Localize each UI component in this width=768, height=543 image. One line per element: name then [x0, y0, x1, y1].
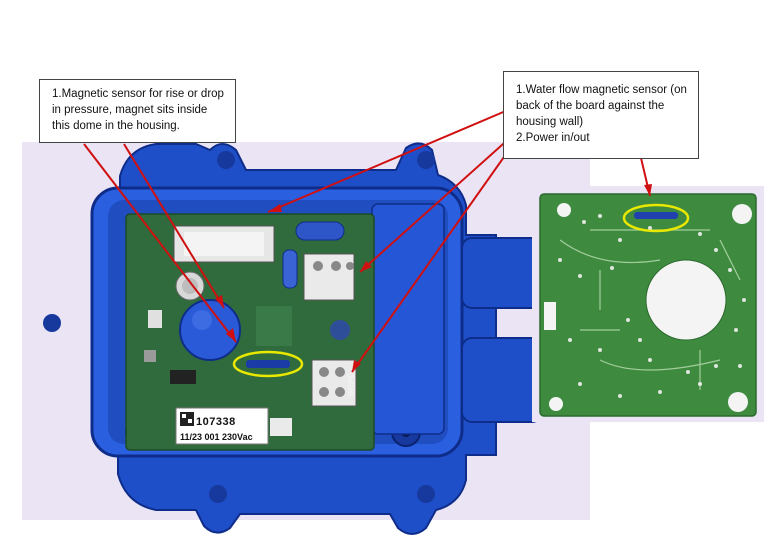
callout-flow-sensor: 1.Water flow magnetic sensor (on back of…: [503, 71, 699, 159]
sticker-spec: 11/23 001 230Vac: [180, 432, 253, 442]
callout-line: 1.Magnetic sensor for rise or drop: [52, 88, 224, 100]
callout-line: 1.Water flow magnetic sensor (on: [516, 84, 687, 96]
highlight-flow-sensor: [622, 203, 690, 233]
callout-line: housing wall): [516, 116, 584, 128]
sticker-part-number: 107338: [196, 416, 236, 428]
callout-pressure-sensor: 1.Magnetic sensor for rise or drop in pr…: [39, 79, 236, 143]
callout-line: 2.Power in/out: [516, 132, 590, 144]
arrow-to-power-terminal-1: [359, 135, 513, 273]
arrow-to-dome: [83, 143, 237, 343]
arrow-to-housing-wall: [267, 109, 509, 213]
arrow-to-dome-2: [123, 143, 225, 309]
pcb-front: [125, 213, 375, 451]
arrow-to-power-terminal-2: [351, 139, 517, 373]
callout-line: back of the board against the: [516, 100, 665, 112]
callout-line: this dome in the housing.: [52, 120, 180, 132]
pcb-brand-text: WTPC: [347, 372, 356, 396]
pcb-back-photo: [532, 186, 764, 422]
callout-line: in pressure, magnet sits inside: [52, 104, 208, 116]
highlight-front-sensor: [232, 350, 304, 378]
